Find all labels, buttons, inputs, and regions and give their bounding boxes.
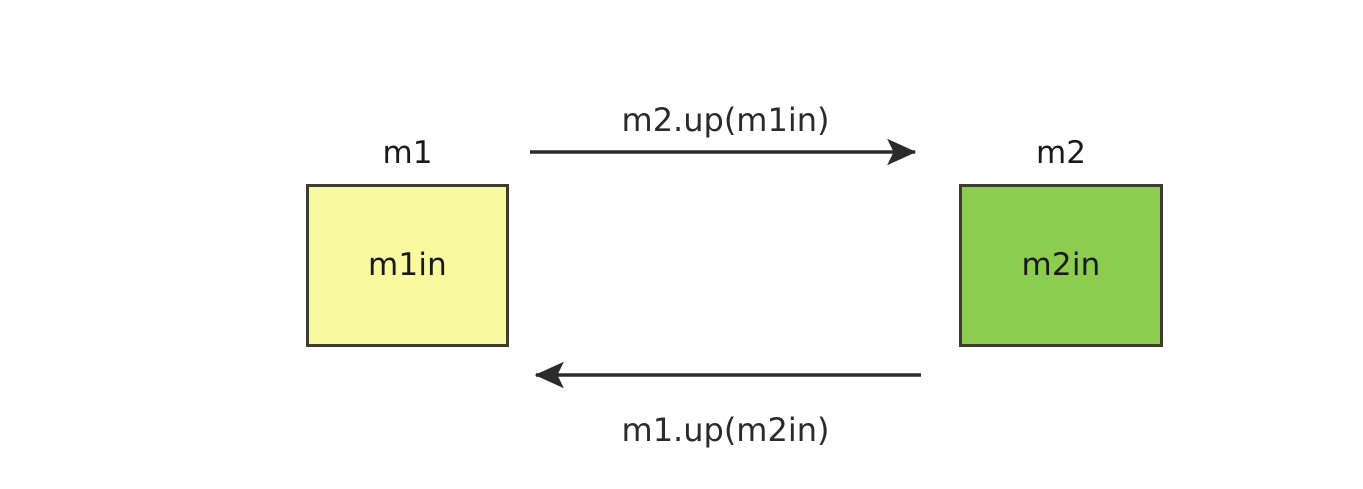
- arrow-label-m1-up-m2in: m1.up(m2in): [621, 411, 830, 449]
- node-caption-m2: m2: [1036, 135, 1086, 171]
- module-box-m1[interactable]: m1in: [306, 184, 509, 347]
- module-box-m2-label: m2in: [1021, 247, 1101, 283]
- module-box-m2[interactable]: m2in: [959, 184, 1163, 347]
- node-caption-m1: m1: [382, 135, 433, 171]
- module-box-m1-label: m1in: [368, 247, 447, 283]
- arrow-label-m2-up-m1in: m2.up(m1in): [621, 101, 830, 139]
